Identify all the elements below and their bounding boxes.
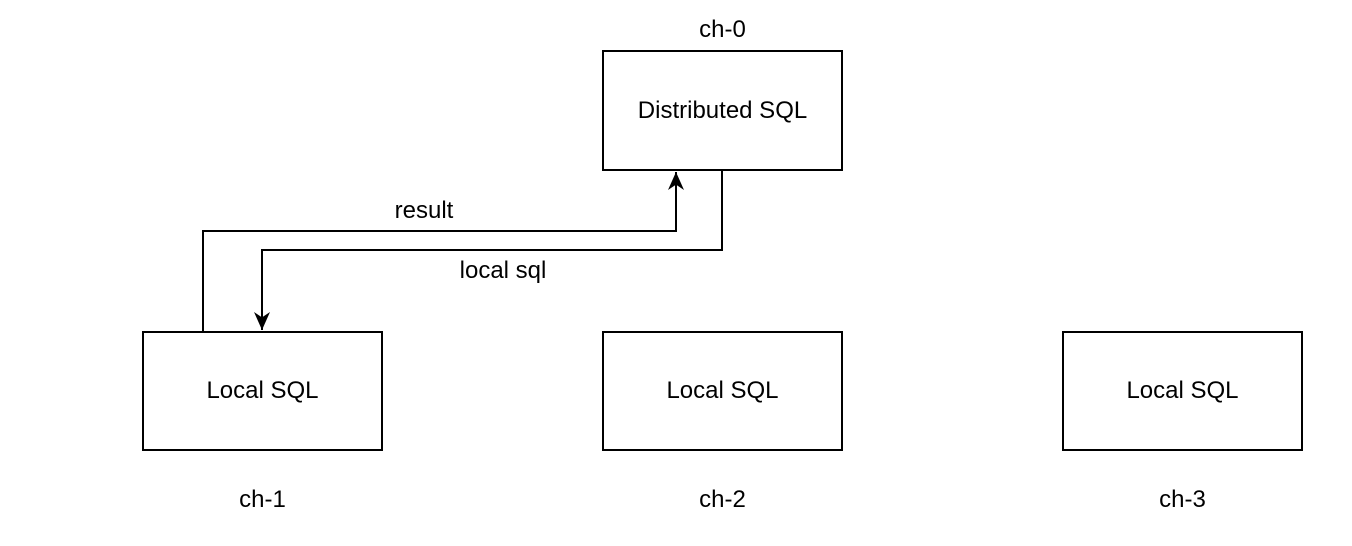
node-local-sql-ch2: Local SQL [602,331,843,451]
tag-ch-0: ch-0 [699,16,746,43]
tag-ch-2: ch-2 [699,486,746,513]
node-local-sql-ch3: Local SQL [1062,331,1303,451]
edge-result-connector [202,172,684,331]
node-distributed-sql-label: Distributed SQL [637,96,808,124]
edge-label-result: result [394,197,454,224]
node-distributed-sql: Distributed SQL [602,50,843,171]
edge-local-sql-connector [254,170,723,330]
node-local-sql-ch1: Local SQL [142,331,383,451]
edge-label-local-sql: local sql [459,257,547,284]
tag-ch-1: ch-1 [239,486,286,513]
tag-ch-3: ch-3 [1159,486,1206,513]
node-local-sql-ch1-label: Local SQL [206,377,319,404]
node-local-sql-ch3-label: Local SQL [1126,377,1239,404]
node-local-sql-ch2-label: Local SQL [666,377,779,404]
